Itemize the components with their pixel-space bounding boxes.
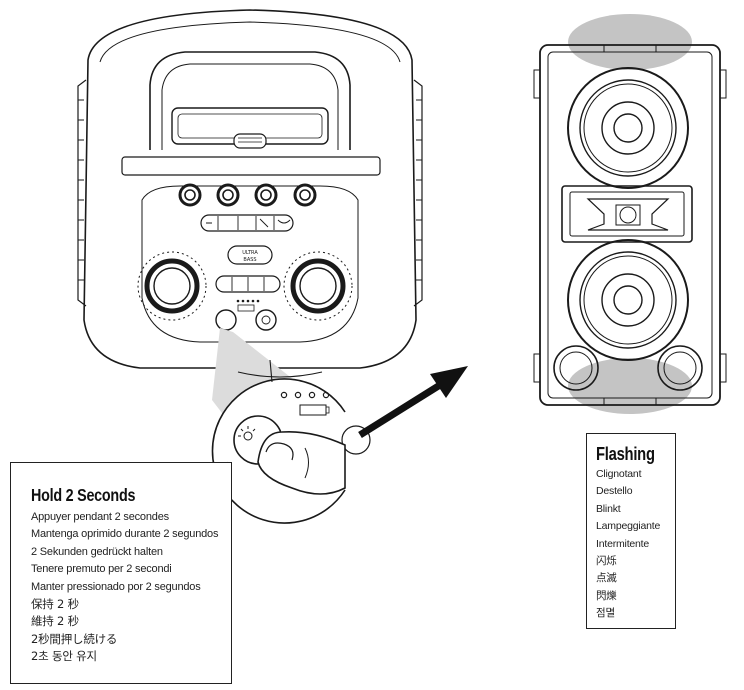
translation-de: 2 Sekunden gedrückt halten (31, 545, 163, 558)
bottom-light-highlight (568, 358, 692, 414)
hold-instructions-box: Hold 2 Seconds Appuyer pendant 2 seconde… (10, 462, 232, 684)
top-light-highlight (568, 14, 692, 70)
direction-arrow (358, 366, 468, 438)
flash-translation-zh-cn: 闪烁 (596, 555, 617, 568)
hold-title: Hold 2 Seconds (31, 485, 136, 505)
flash-translation-ko: 점멸 (596, 607, 615, 620)
flash-translation-fr: Clignotant (596, 468, 642, 480)
flash-translation-ja: 点滅 (596, 572, 617, 585)
volume-knob-right (283, 251, 353, 321)
ultra-bass-label: ULTRA (242, 250, 258, 256)
translation-ja: 2秒間押し続ける (31, 631, 118, 646)
flash-translation-pt: Intermitente (596, 537, 650, 550)
flashing-title: Flashing (596, 444, 655, 464)
flash-translation-de: Blinkt (596, 502, 621, 515)
translation-ko: 2초 동안 유지 (31, 649, 97, 664)
translation-zh-cn: 保持 2 秒 (31, 597, 79, 612)
zoom-circle (211, 359, 371, 524)
ultra-bass-label: BASS (243, 257, 256, 263)
dj-knob-left (137, 251, 207, 321)
input-knobs (178, 183, 317, 207)
translation-it: Tenere premuto per 2 secondi (31, 563, 172, 576)
translation-pt: Manter pressionado por 2 segundos (31, 580, 201, 593)
speaker-top-view (77, 9, 423, 369)
flash-translation-it: Lampeggiante (596, 520, 661, 533)
flash-translation-zh-tw: 閃爍 (596, 589, 617, 602)
translation-es: Mantenga oprimido durante 2 segundos (31, 528, 219, 541)
flash-translation-es: Destello (596, 485, 633, 498)
flashing-instructions-box: Flashing Clignotant Destello Blinkt Lamp… (586, 433, 676, 629)
translation-zh-tw: 維持 2 秒 (31, 614, 79, 629)
speaker-front-view (533, 14, 727, 414)
translation-fr: Appuyer pendant 2 secondes (31, 511, 169, 523)
